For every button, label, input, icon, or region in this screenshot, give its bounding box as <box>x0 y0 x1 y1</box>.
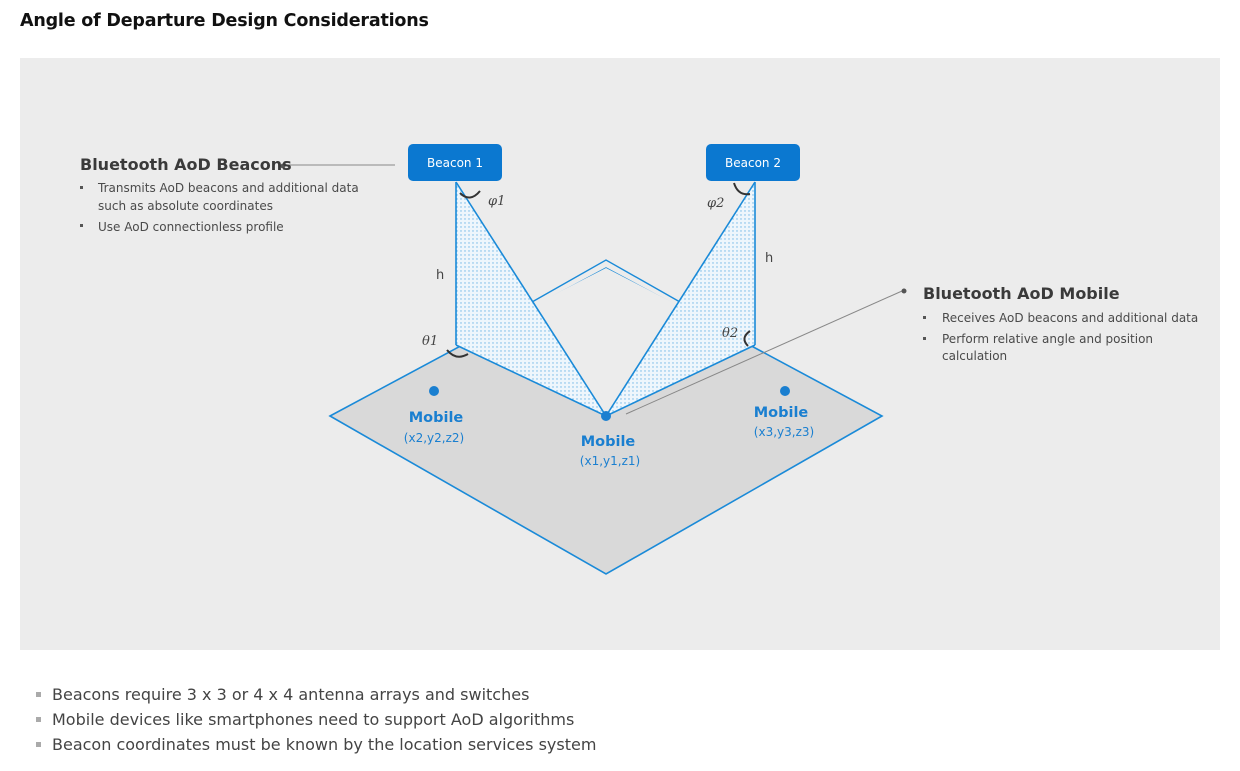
mobile-bullet-2-cont: calculation <box>942 349 1007 363</box>
mobile-right-coords: (x3,y3,z3) <box>754 425 814 439</box>
mobile-heading: Bluetooth AoD Mobile <box>923 284 1120 303</box>
beacon-1-label: Beacon 1 <box>427 156 483 170</box>
beacon-2-label: Beacon 2 <box>725 156 781 170</box>
mobile-pointer-line <box>625 290 903 415</box>
theta1-label: θ1 <box>422 334 438 349</box>
note-item: Beacon coordinates must be known by the … <box>36 732 596 757</box>
mobile-center-dot[interactable] <box>601 411 611 421</box>
theta2-arc <box>743 330 751 347</box>
floor-inner-edges <box>531 259 681 303</box>
phi1-label: φ1 <box>488 194 505 209</box>
beacons-bullet-2: Use AoD connectionless profile <box>98 220 284 234</box>
mobile-center-coords: (x1,y1,z1) <box>580 454 640 468</box>
beacon-2[interactable]: Beacon 2 <box>706 144 800 181</box>
notes-list: Beacons require 3 x 3 or 4 x 4 antenna a… <box>36 682 596 757</box>
diagram-panel: Beacon 1 Beacon 2 φ1 φ2 θ1 θ2 h h Mobile… <box>20 58 1220 650</box>
height-right-label: h <box>765 251 773 266</box>
beacons-pointer-dot <box>280 163 286 169</box>
height-left-label: h <box>436 268 444 283</box>
beacons-heading: Bluetooth AoD Beacons <box>80 155 292 174</box>
phi1-arc <box>459 190 481 199</box>
beacons-bullet-1: Transmits AoD beacons and additional dat… <box>97 181 359 195</box>
angle-arcs <box>446 182 751 358</box>
phi2-label: φ2 <box>707 196 724 211</box>
mobile-left-title: Mobile <box>409 410 464 426</box>
mobile-right-dot[interactable] <box>780 386 790 396</box>
mobile-bullet-2: Perform relative angle and position <box>942 332 1153 346</box>
phi2-arc <box>733 182 751 196</box>
theta1-arc <box>446 349 469 358</box>
aod-diagram: Beacon 1 Beacon 2 φ1 φ2 θ1 θ2 h h Mobile… <box>80 144 1198 575</box>
beacons-info-panel: Bluetooth AoD Beacons Transmits AoD beac… <box>80 155 359 234</box>
beacons-bullet-1-cont: such as absolute coordinates <box>98 199 273 213</box>
page-title: Angle of Departure Design Considerations <box>20 11 429 31</box>
note-item: Mobile devices like smartphones need to … <box>36 707 596 732</box>
theta2-label: θ2 <box>722 326 738 341</box>
mobile-left-coords: (x2,y2,z2) <box>404 431 464 445</box>
mobile-center-title: Mobile <box>581 434 636 450</box>
mobile-pointer-dot <box>901 288 907 294</box>
mobile-info-panel: Bluetooth AoD Mobile Receives AoD beacon… <box>923 284 1198 363</box>
note-item: Beacons require 3 x 3 or 4 x 4 antenna a… <box>36 682 596 707</box>
mobile-left-dot[interactable] <box>429 386 439 396</box>
mobile-bullet-1: Receives AoD beacons and additional data <box>942 311 1198 325</box>
mobile-right-title: Mobile <box>754 405 809 421</box>
beacon-1[interactable]: Beacon 1 <box>408 144 502 181</box>
cone-edges <box>455 181 756 417</box>
